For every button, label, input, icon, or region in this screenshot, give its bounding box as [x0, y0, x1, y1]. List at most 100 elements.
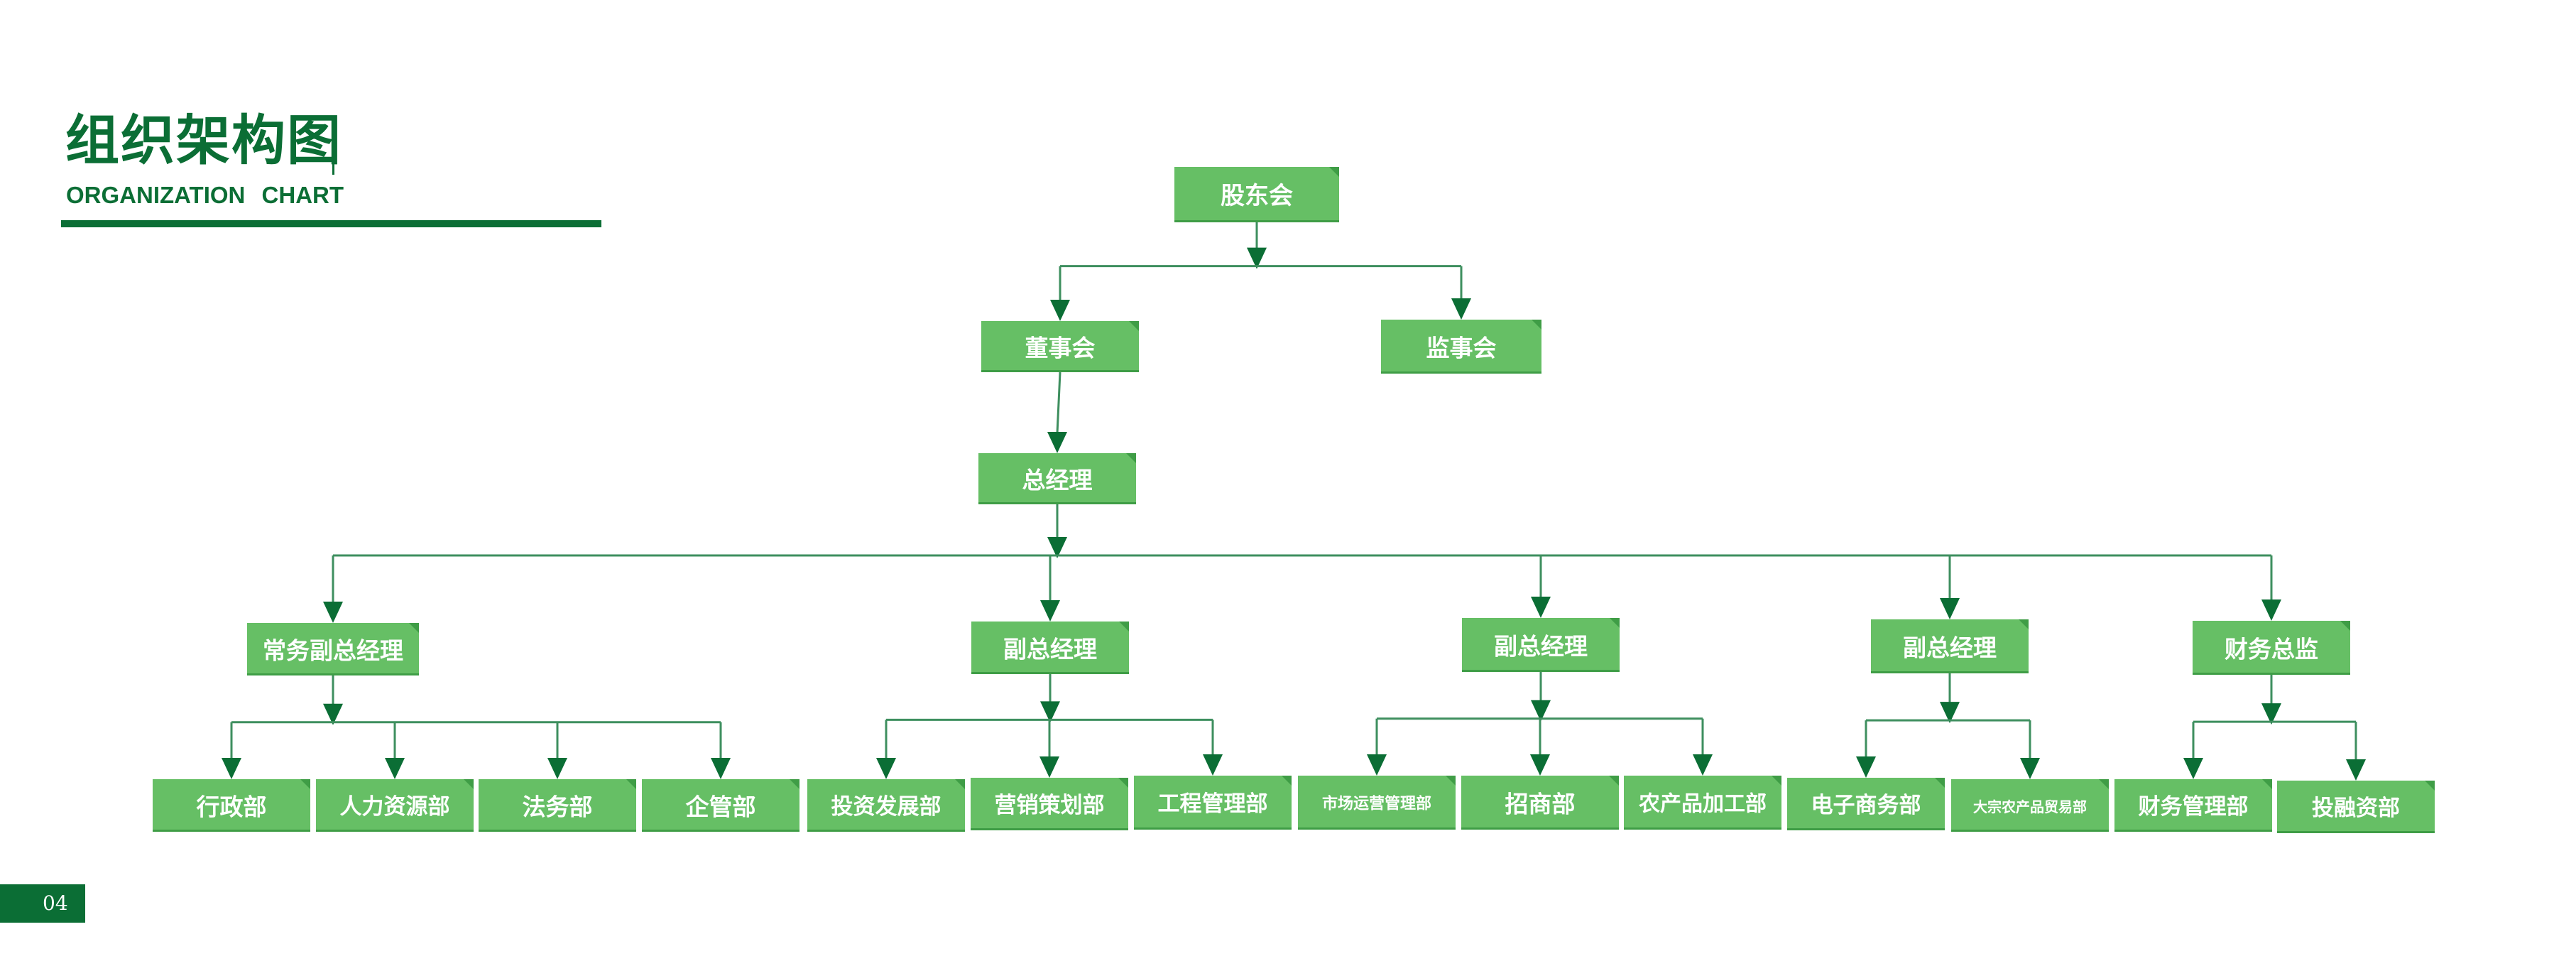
- node-fold-corner: [1935, 778, 1945, 788]
- node-bottom-edge: [981, 370, 1139, 372]
- arrow-head: [1531, 700, 1551, 722]
- node-label: 电子商务部: [1811, 793, 1921, 818]
- node-fold-corner: [1282, 776, 1292, 786]
- node-fold-corner: [2099, 779, 2109, 789]
- arrow-head: [1856, 756, 1876, 778]
- node-fold-corner: [1119, 622, 1129, 631]
- node-box: [1462, 618, 1620, 672]
- node-fold-corner: [1118, 778, 1128, 788]
- org-node-caiwuguanli: 财务管理部: [2114, 779, 2272, 832]
- node-box: [479, 779, 636, 832]
- node-box: [247, 623, 419, 675]
- arrow-head: [323, 602, 343, 623]
- node-bottom-edge: [1624, 827, 1781, 830]
- node-label: 营销策划部: [995, 793, 1105, 818]
- node-fold-corner: [1329, 167, 1339, 177]
- node-label: 副总经理: [1494, 633, 1588, 661]
- org-node-caiwuzongjian: 财务总监: [2193, 621, 2350, 675]
- node-bottom-edge: [247, 673, 419, 675]
- arrow-head: [1693, 754, 1713, 776]
- org-node-fuzong3: 副总经理: [1871, 619, 2029, 673]
- org-node-nongchanpin: 农产品加工部: [1624, 776, 1781, 830]
- node-label: 副总经理: [1003, 636, 1097, 663]
- node-fold-corner: [790, 779, 799, 789]
- node-label: 常务副总经理: [263, 637, 403, 665]
- org-node-touzi: 投资发展部: [807, 779, 965, 832]
- arrow-head: [2261, 599, 2281, 621]
- arrow-head: [222, 758, 241, 779]
- node-label: 董事会: [1025, 335, 1096, 362]
- node-box: [2277, 781, 2435, 833]
- node-label: 投资发展部: [831, 794, 942, 820]
- node-bottom-edge: [971, 672, 1129, 674]
- node-bottom-edge: [1951, 830, 2109, 832]
- node-box: [153, 779, 310, 832]
- arrow-head: [1940, 598, 1960, 619]
- node-fold-corner: [1772, 776, 1781, 786]
- arrow-head: [547, 758, 567, 779]
- node-bottom-edge: [2277, 831, 2435, 833]
- node-bottom-edge: [1298, 827, 1456, 830]
- node-label: 财务管理部: [2139, 794, 2249, 820]
- connector-layer: [222, 222, 2366, 781]
- org-node-fuzong2: 副总经理: [1462, 618, 1620, 672]
- node-label: 股东会: [1221, 182, 1293, 210]
- node-label: 监事会: [1426, 335, 1497, 362]
- node-label: 市场运营管理部: [1322, 795, 1431, 813]
- arrow-head: [1247, 247, 1267, 269]
- node-label: 招商部: [1505, 791, 1576, 818]
- org-node-yingxiao: 营销策划部: [971, 778, 1128, 830]
- node-box: [2193, 621, 2350, 675]
- node-box: [1951, 779, 2109, 832]
- node-box: [316, 779, 474, 832]
- node-box: [642, 779, 799, 832]
- org-node-fuzong1: 副总经理: [971, 622, 1129, 674]
- page-subtitle: ORGANIZATION CHART: [66, 182, 344, 208]
- org-node-qiguan: 企管部: [642, 779, 799, 832]
- node-fold-corner: [300, 779, 310, 789]
- node-fold-corner: [626, 779, 636, 789]
- node-fold-corner: [1446, 776, 1456, 786]
- org-node-tourong: 投融资部: [2277, 781, 2435, 833]
- node-box: [2114, 779, 2272, 832]
- node-bottom-edge: [1787, 828, 1945, 830]
- node-bottom-edge: [316, 830, 474, 832]
- arrow-head: [711, 758, 731, 779]
- node-fold-corner: [955, 779, 965, 789]
- node-box: [1787, 778, 1945, 830]
- org-node-changwu: 常务副总经理: [247, 623, 419, 675]
- org-node-jianshihui: 监事会: [1381, 320, 1541, 374]
- node-fold-corner: [1610, 618, 1620, 628]
- arrow-head: [2261, 703, 2281, 725]
- arrow-head: [2183, 758, 2203, 779]
- node-fold-corner: [2019, 619, 2029, 629]
- arrow-head: [1047, 432, 1067, 453]
- arrow-head: [1047, 537, 1067, 558]
- node-label: 总经理: [1022, 467, 1093, 494]
- node-fold-corner: [409, 623, 419, 633]
- arrow-head: [1040, 600, 1060, 622]
- node-bottom-edge: [479, 830, 636, 832]
- node-bottom-edge: [807, 830, 965, 832]
- node-label: 人力资源部: [340, 794, 450, 820]
- org-node-shichang: 市场运营管理部: [1298, 776, 1456, 830]
- connector-line: [1056, 371, 1061, 434]
- node-fold-corner: [2262, 779, 2272, 789]
- node-box: [978, 453, 1136, 504]
- node-label: 大宗农产品贸易部: [1973, 798, 2087, 815]
- node-box: [1134, 776, 1292, 830]
- node-bottom-edge: [2193, 673, 2350, 675]
- org-node-zhaoshang: 招商部: [1461, 776, 1619, 830]
- node-label: 企管部: [686, 793, 756, 821]
- arrow-head: [1531, 597, 1551, 618]
- title-cursor-mark: [332, 159, 334, 175]
- node-box: [981, 321, 1139, 372]
- arrow-head: [1940, 702, 1960, 724]
- node-box: [1174, 167, 1339, 222]
- node-bottom-edge: [1871, 671, 2029, 673]
- node-bottom-edge: [1381, 371, 1541, 374]
- arrow-head: [1050, 300, 1070, 321]
- node-box: [807, 779, 965, 832]
- arrow-head: [1203, 754, 1223, 776]
- node-fold-corner: [2425, 781, 2435, 791]
